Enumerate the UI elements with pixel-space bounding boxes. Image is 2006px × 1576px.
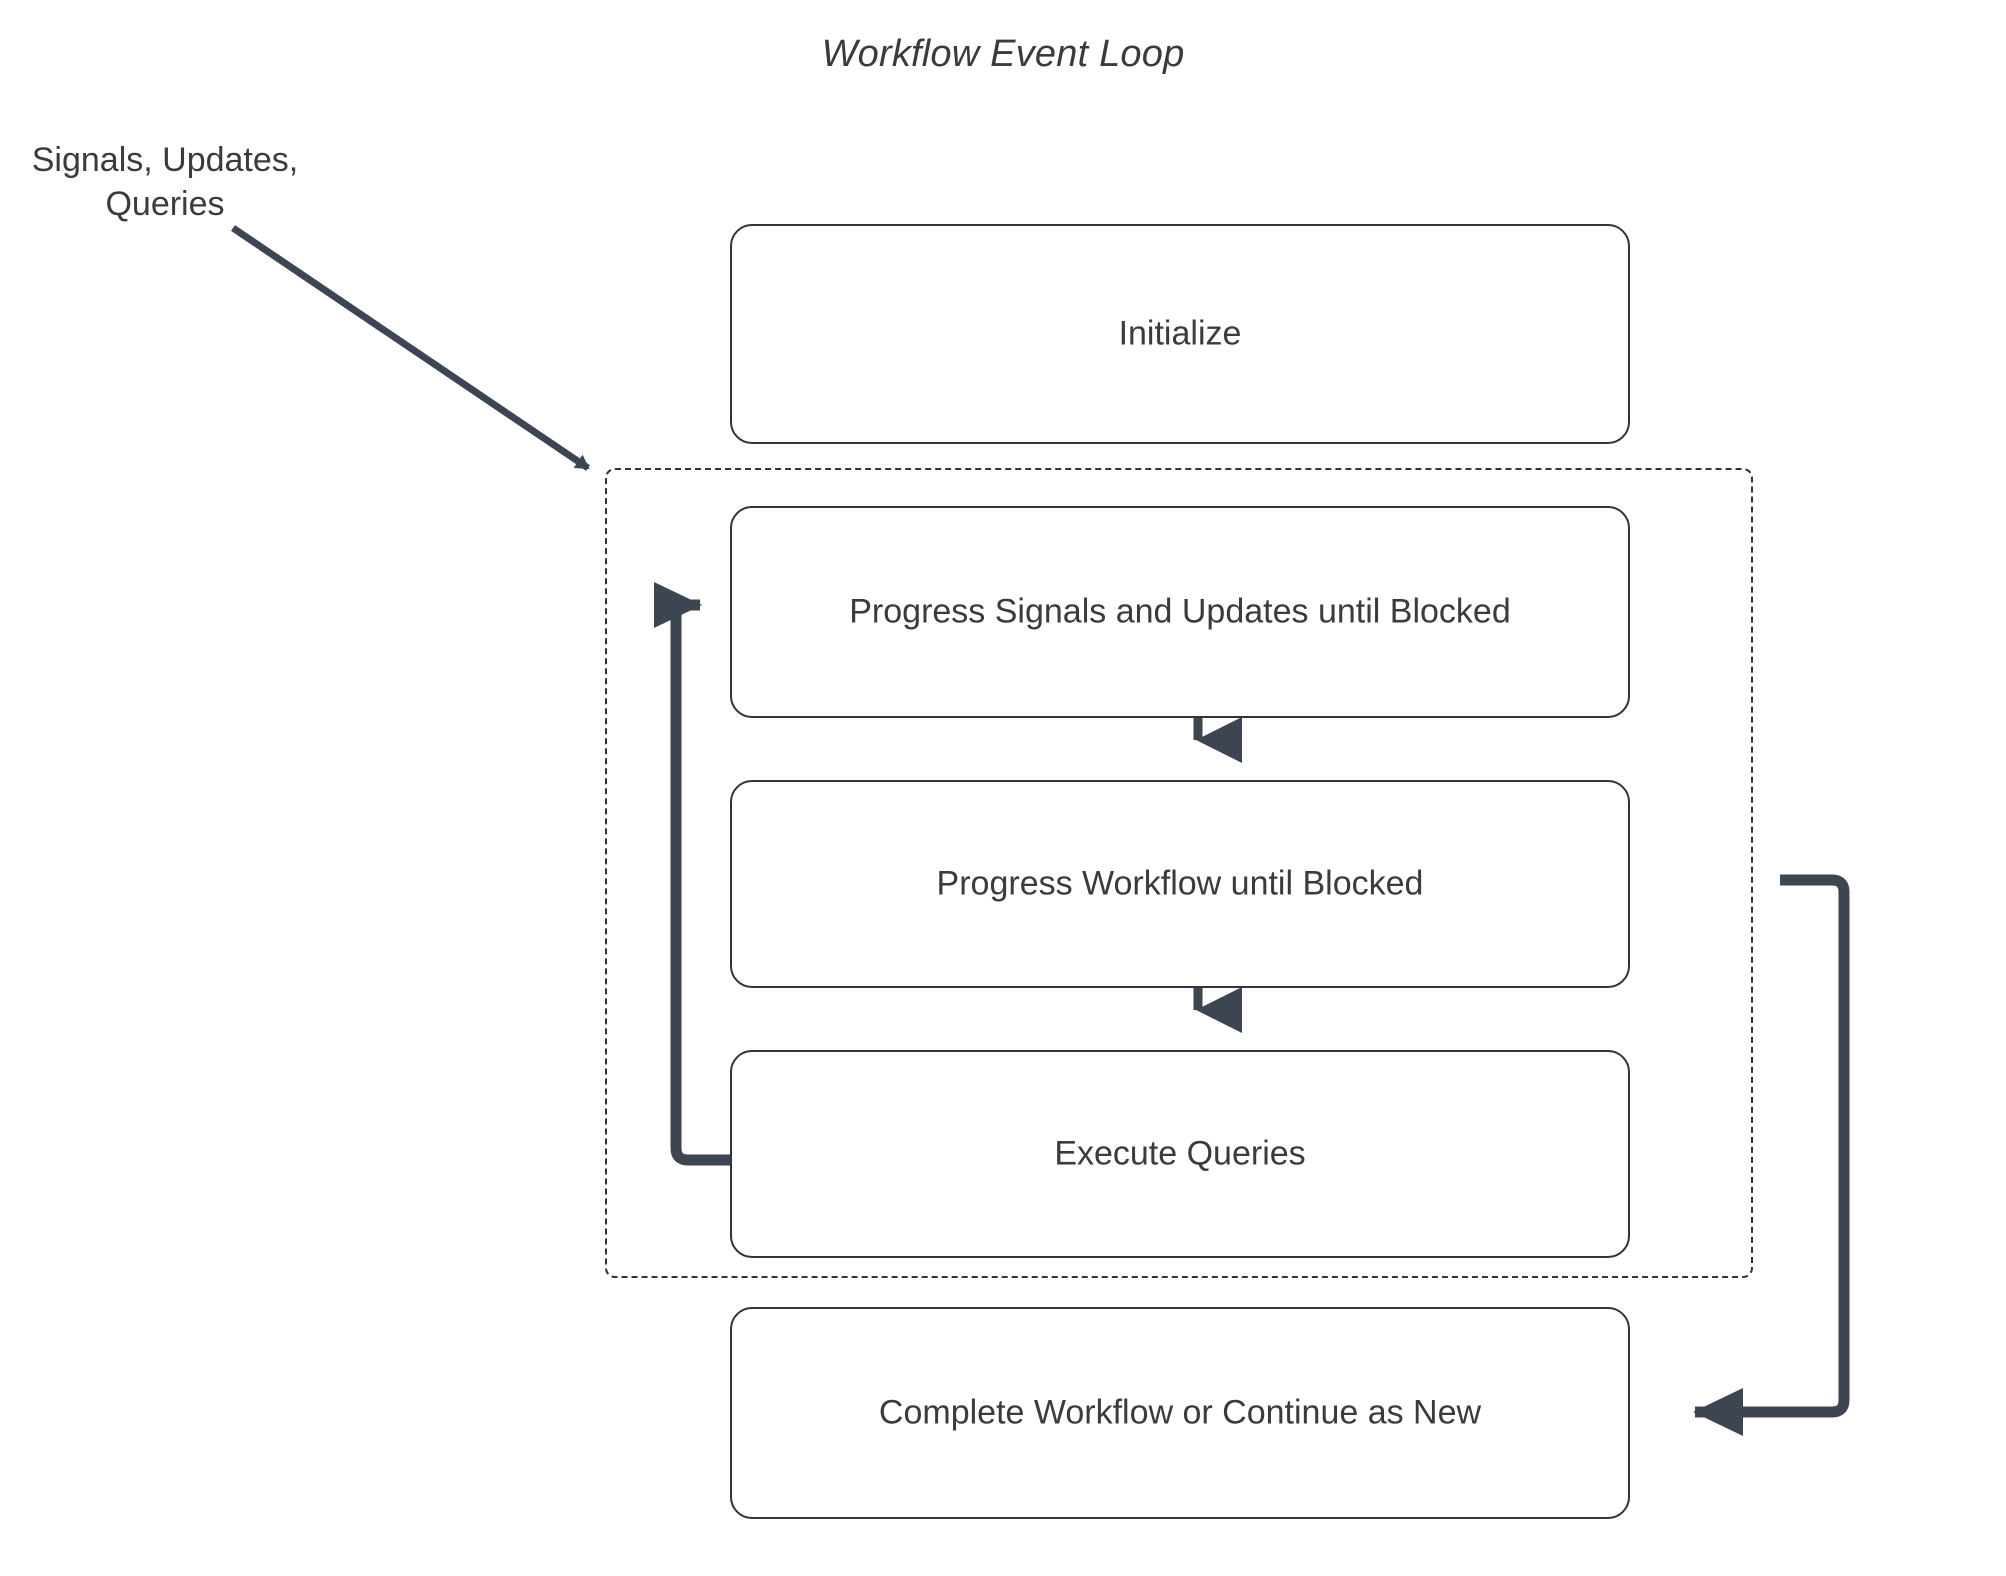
event-loop-region bbox=[605, 468, 1753, 1278]
edge-loop-to-complete bbox=[1693, 874, 1850, 1436]
node-progress-workflow[interactable]: Progress Workflow until Blocked bbox=[730, 780, 1630, 988]
node-execute-queries-label: Execute Queries bbox=[1054, 1134, 1306, 1173]
edge-queries-loop-back bbox=[654, 582, 730, 1166]
node-complete-workflow[interactable]: Complete Workflow or Continue as New bbox=[730, 1307, 1630, 1519]
node-execute-queries[interactable]: Execute Queries bbox=[730, 1050, 1630, 1258]
node-progress-signals[interactable]: Progress Signals and Updates until Block… bbox=[730, 506, 1630, 718]
node-progress-signals-label: Progress Signals and Updates until Block… bbox=[849, 592, 1511, 631]
edge-signals-to-loop bbox=[231, 225, 590, 471]
node-initialize-label: Initialize bbox=[1118, 314, 1242, 353]
node-progress-workflow-label: Progress Workflow until Blocked bbox=[936, 864, 1424, 903]
node-initialize[interactable]: Initialize bbox=[730, 224, 1630, 444]
page-title: Workflow Event Loop bbox=[821, 33, 1185, 75]
external-input-label: Signals, Updates, Queries bbox=[20, 138, 310, 226]
node-complete-workflow-label: Complete Workflow or Continue as New bbox=[878, 1393, 1482, 1432]
external-input-label-line1: Signals, Updates, bbox=[31, 141, 299, 179]
external-input-label-line2: Queries bbox=[105, 185, 225, 223]
